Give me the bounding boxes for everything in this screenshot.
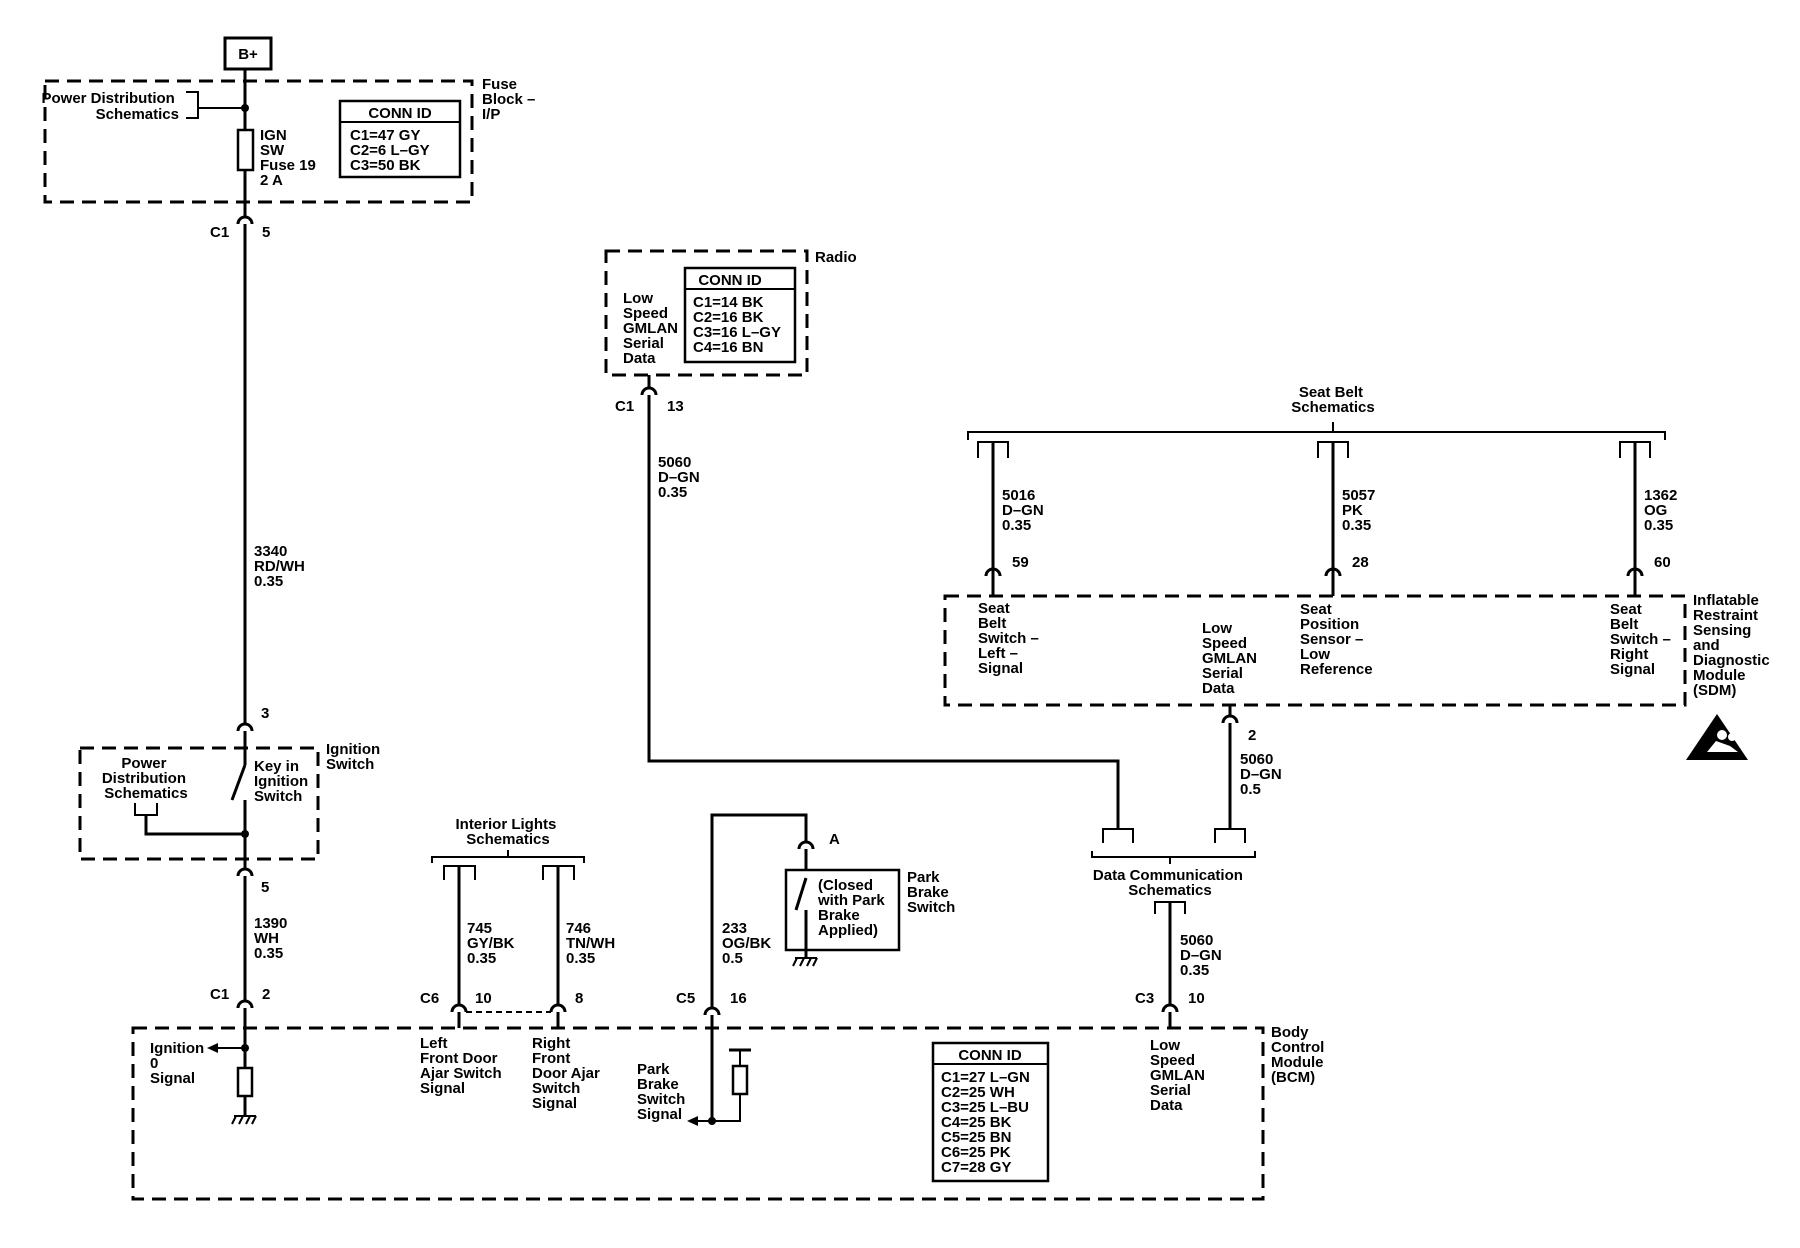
wire-745-label: 745 GY/BK 0.35 — [467, 920, 519, 967]
wire-1390-label: 1390 WH 0.35 — [254, 915, 292, 962]
ignition-switch-outline — [78, 746, 320, 861]
ignition-pin-out: 5 — [261, 879, 269, 896]
bcm-c6-label: C6 — [420, 990, 439, 1007]
ign-resistor — [236, 1066, 254, 1098]
park-brake-ground-icon — [792, 957, 818, 967]
sdm-connector-2 — [1221, 714, 1239, 724]
fuse-symbol — [236, 128, 255, 172]
sdm-sig-pos: Seat Position Sensor – Low Reference — [1300, 601, 1373, 678]
wire-233-label: 233 OG/BK 0.5 — [722, 920, 775, 967]
interior-lights-title: Interior Lights Schematics — [455, 816, 560, 848]
sdm-title: Inflatable Restraint Sensing and Diagnos… — [1693, 592, 1774, 699]
ign-signal-arrow — [207, 1043, 218, 1053]
bcm-c6-pin-a: 10 — [475, 990, 492, 1007]
radio-out-pin: 13 — [667, 398, 684, 415]
sdm-pin-59: 59 — [1012, 554, 1029, 571]
bcm-c6-pin-b: 8 — [575, 990, 583, 1007]
wire-1362-label: 1362 OG 0.35 — [1644, 487, 1682, 534]
park-brake-pin-a: A — [829, 831, 840, 848]
sdm-pin-28: 28 — [1352, 554, 1369, 571]
ignition-switch-contact — [230, 764, 247, 801]
radio-conn-table — [683, 266, 797, 364]
bcm-c3-label: C3 — [1135, 990, 1154, 1007]
fuse-out-pin-label: 5 — [262, 224, 270, 241]
fuse-block-outline — [43, 79, 474, 204]
ignition-power-dist-label: Power Distribution Schematics — [102, 755, 190, 802]
wire-233 — [710, 813, 808, 1008]
radio-out-conn: C1 — [615, 398, 634, 415]
sdm-pin-2: 2 — [1248, 727, 1256, 744]
battery-label: B+ — [238, 46, 258, 63]
fuse-block-conn-title: CONN ID — [368, 105, 432, 122]
wire-746-label: 746 TN/WH 0.35 — [566, 920, 619, 967]
battery-box — [223, 36, 273, 71]
sdm-sig-left: Seat Belt Switch – Left – Signal — [978, 600, 1043, 677]
bcm-park-signal-label: Park Brake Switch Signal — [637, 1061, 690, 1123]
sdm-outline — [943, 594, 1687, 707]
wire-5016-label: 5016 D–GN 0.35 — [1002, 487, 1048, 534]
connector-c1-5 — [236, 215, 254, 225]
radio-outline — [604, 249, 809, 377]
radio-connector — [640, 386, 658, 396]
park-brake-title: Park Brake Switch — [907, 869, 955, 916]
bcm-right-door-label: Right Front Door Ajar Switch Signal — [532, 1035, 604, 1112]
data-comm-title: Data Communication Schematics — [1093, 867, 1247, 899]
radio-conn-title: CONN ID — [698, 272, 762, 289]
fuse-block-title: Fuse Block – I/P — [482, 76, 540, 123]
bcm-c5-label: C5 — [676, 990, 695, 1007]
bcm-c1-label: C1 — [210, 986, 229, 1003]
sdm-sig-right: Seat Belt Switch – Right Signal — [1610, 601, 1675, 678]
bcm-c1-pin: 2 — [262, 986, 270, 1003]
bcm-title: Body Control Module (BCM) — [1271, 1024, 1329, 1086]
bcm-outline — [131, 1026, 1265, 1201]
fuse-block-conn-table — [338, 99, 462, 179]
wire-5060-radio — [647, 395, 1120, 829]
bcm-conn-list: C1=27 L–GN C2=25 WH C3=25 L–BU C4=25 BK … — [941, 1069, 1034, 1176]
ignition-switch-title: Ignition Switch — [326, 741, 384, 773]
bcm-c5-pin: 16 — [730, 990, 747, 1007]
bcm-conn-table — [931, 1041, 1050, 1183]
wire-3340-label: 3340 RD/WH 0.35 — [254, 543, 309, 590]
radio-conn-list: C1=14 BK C2=16 BK C3=16 L–GY C4=16 BN — [693, 294, 785, 356]
bcm-c3-pin: 10 — [1188, 990, 1205, 1007]
airbag-warning-icon — [1686, 714, 1748, 760]
ignition-key-label: Key in Ignition Switch — [254, 758, 312, 805]
wire-5060-sdm-label: 5060 D–GN 0.5 — [1240, 751, 1286, 798]
park-pullup-resistor — [731, 1064, 749, 1096]
wire-5060-radio-label: 5060 D–GN 0.35 — [658, 454, 704, 501]
sdm-sig-gmlan: Low Speed GMLAN Serial Data — [1202, 620, 1261, 697]
radio-signal-label: Low Speed GMLAN Serial Data — [623, 290, 682, 367]
bcm-ign-signal-label: Ignition 0 Signal — [150, 1040, 208, 1087]
park-brake-contact — [794, 877, 808, 911]
fuse-block-power-dist-label: Power Distribution Schematics — [41, 90, 179, 123]
sdm-pin-60: 60 — [1654, 554, 1671, 571]
fuse-label: IGN SW Fuse 19 2 A — [260, 127, 320, 189]
park-brake-note: (Closed with Park Brake Applied) — [817, 877, 889, 939]
seat-belt-title: Seat Belt Schematics — [1291, 384, 1374, 416]
wire-5057-label: 5057 PK 0.35 — [1342, 487, 1380, 534]
fuse-block-conn-list: C1=47 GY C2=6 L–GY C3=50 BK — [350, 127, 434, 174]
ignition-pin-in: 3 — [261, 705, 269, 722]
park-signal-arrow — [687, 1116, 698, 1126]
radio-title: Radio — [815, 249, 857, 266]
wire-5060-bcm-label: 5060 D–GN 0.35 — [1180, 932, 1226, 979]
bcm-conn-title: CONN ID — [958, 1047, 1022, 1064]
ign-ground-icon — [231, 1115, 257, 1125]
fuse-out-conn-label: C1 — [210, 224, 229, 241]
bcm-gmlan-signal-label: Low Speed GMLAN Serial Data — [1150, 1037, 1209, 1114]
bcm-left-door-label: Left Front Door Ajar Switch Signal — [420, 1035, 506, 1097]
